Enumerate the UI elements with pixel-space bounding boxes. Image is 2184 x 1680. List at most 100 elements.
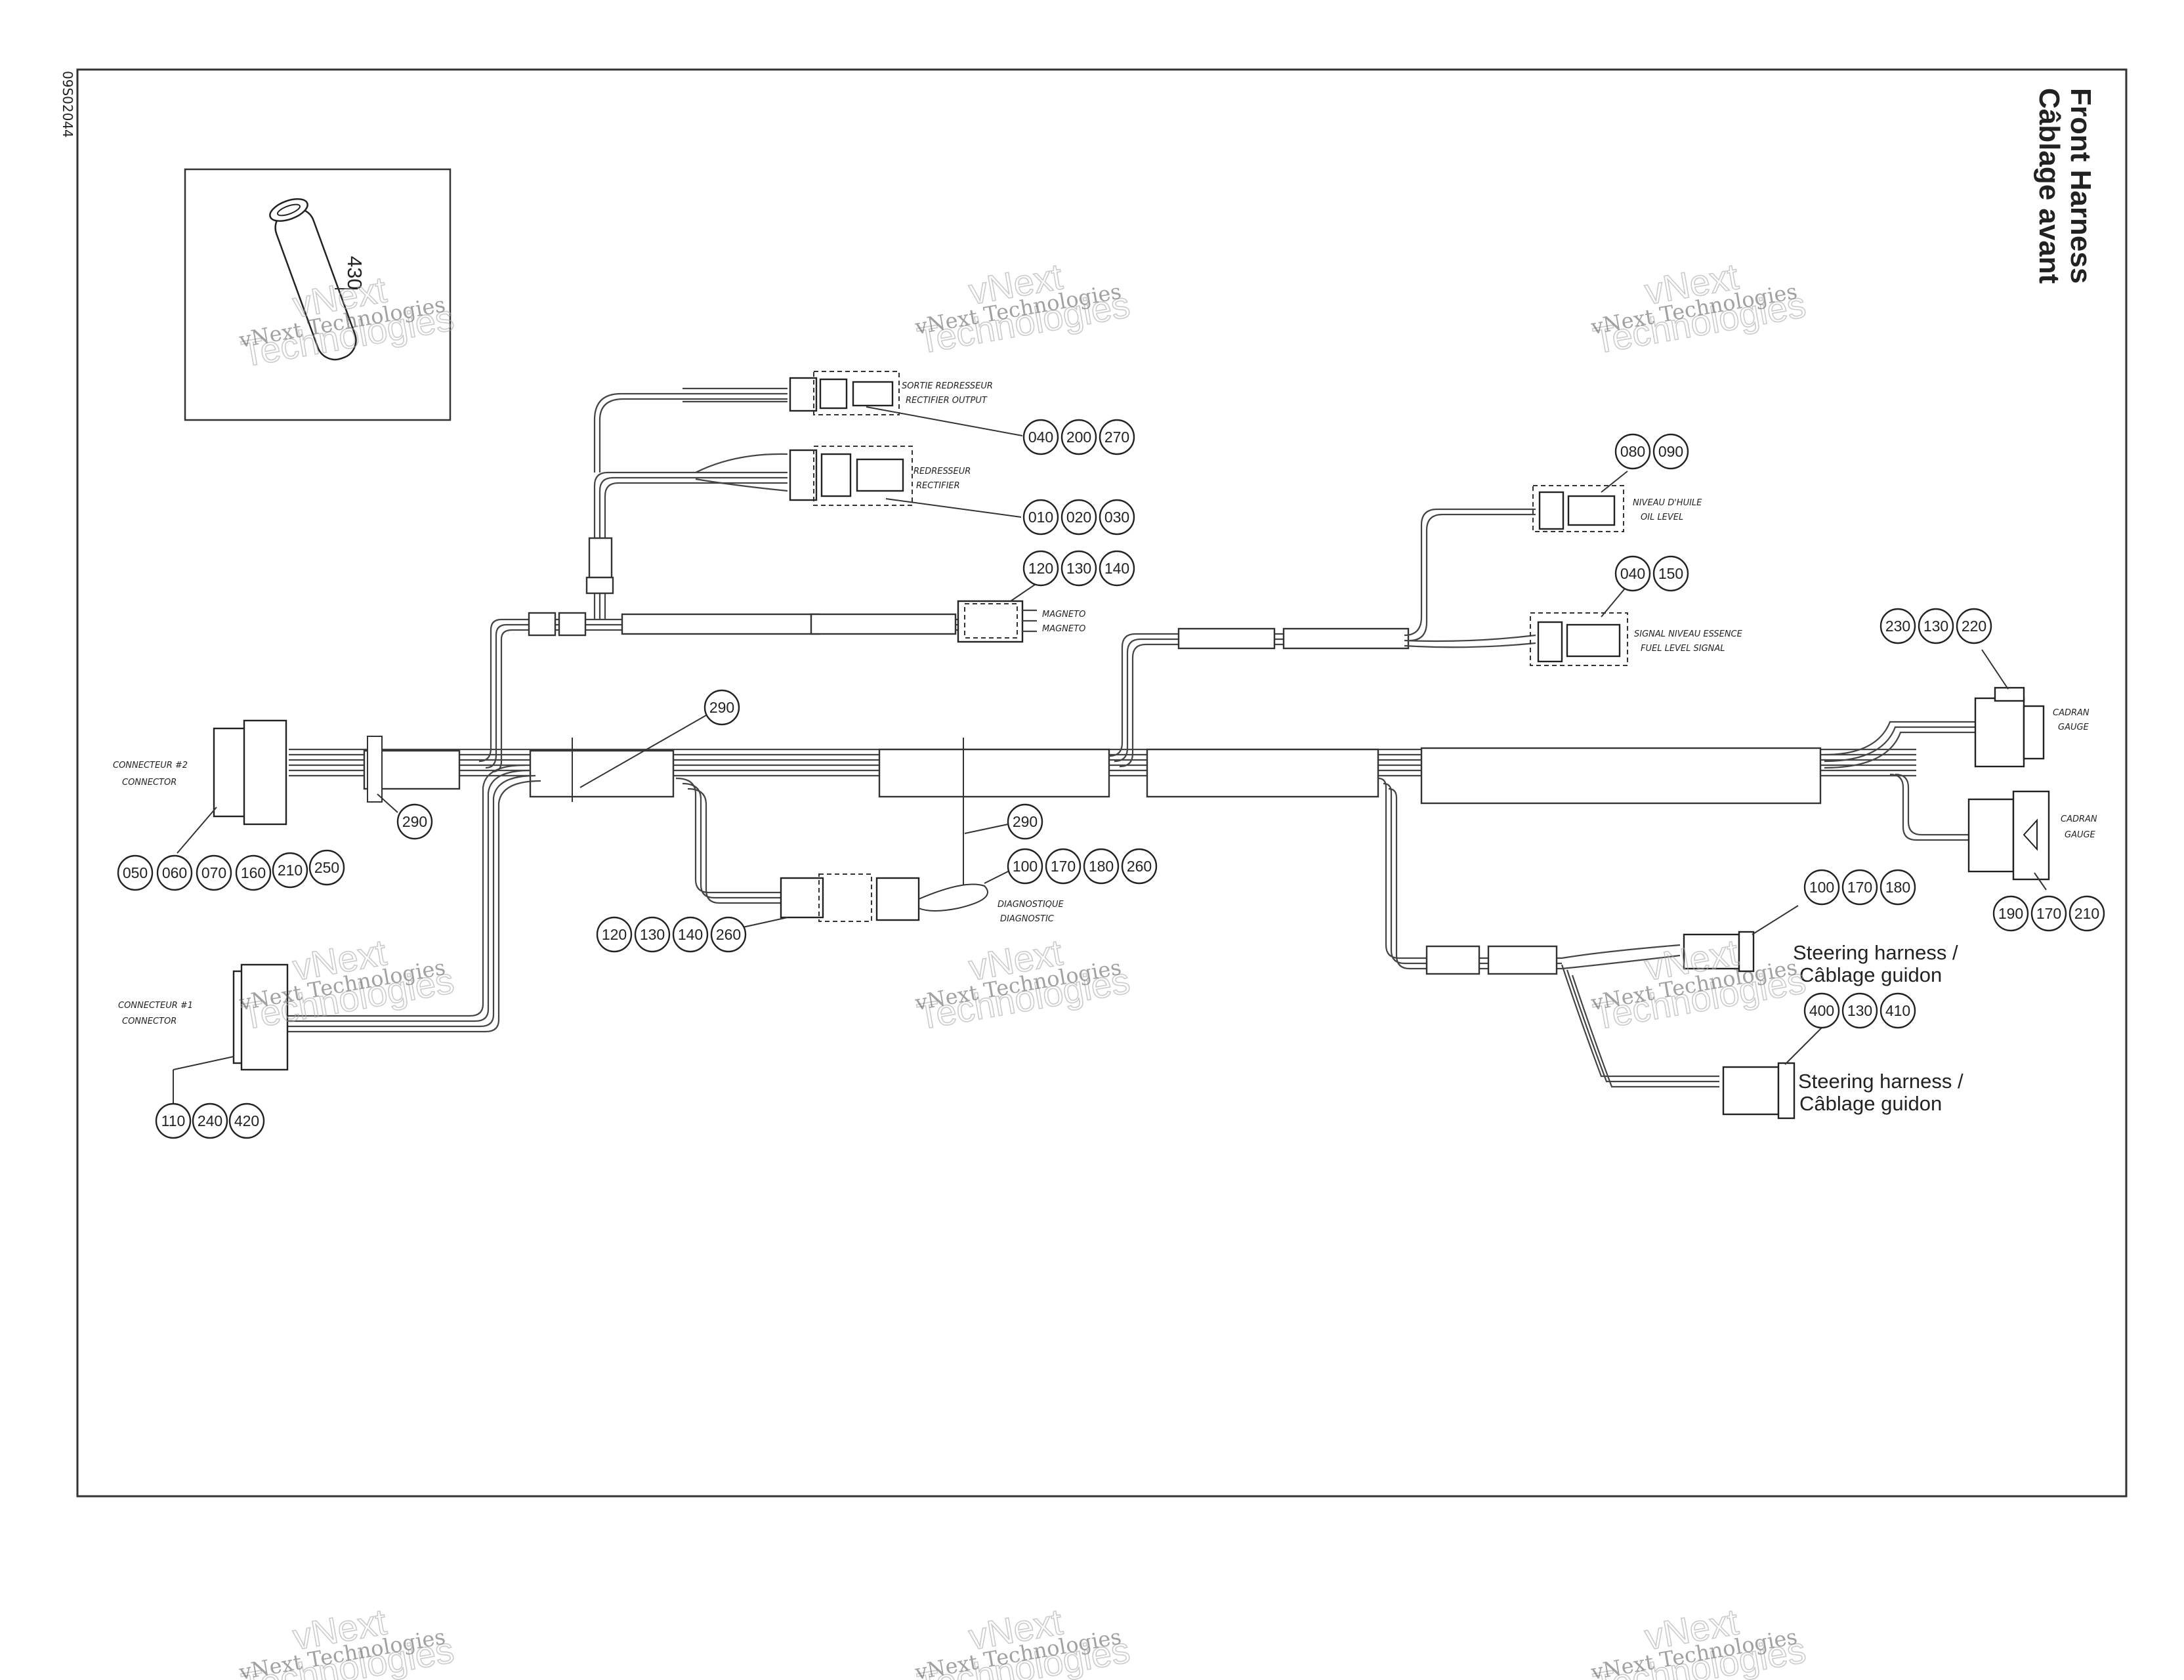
svg-text:CADRAN: CADRAN (2061, 814, 2097, 824)
document-id: 09S02044 (60, 71, 75, 138)
svg-text:200: 200 (1066, 429, 1091, 446)
svg-text:RECTIFIER: RECTIFIER (916, 481, 960, 491)
watermark-6: Technologies vNext vNext Technologies (1589, 931, 1809, 1038)
svg-text:410: 410 (1885, 1002, 1910, 1019)
svg-text:180: 180 (1885, 879, 1910, 896)
svg-text:400: 400 (1809, 1002, 1834, 1019)
svg-text:210: 210 (278, 862, 303, 879)
svg-text:140: 140 (1104, 560, 1129, 577)
watermark-7: Technologies vNext vNext Technologies (237, 1600, 457, 1680)
upper-right-branch (1108, 508, 1536, 768)
svg-text:250: 250 (314, 859, 339, 876)
svg-text:220: 220 (1962, 618, 1986, 635)
svg-text:CONNECTOR: CONNECTOR (122, 1017, 177, 1026)
svg-text:260: 260 (716, 926, 741, 943)
gauge-1-connector: CADRAN GAUGE (1824, 649, 2090, 769)
svg-text:Steering harness /: Steering harness / (1798, 1070, 1964, 1093)
svg-text:180: 180 (1089, 858, 1114, 875)
callout-magneto: 120 130 140 (1022, 550, 1135, 587)
lower-right-branch (1377, 777, 1719, 1088)
svg-text:090: 090 (1658, 443, 1683, 460)
svg-text:OIL LEVEL: OIL LEVEL (1641, 513, 1683, 522)
title-fr: Câblage avant (2033, 88, 2065, 284)
svg-text:130: 130 (640, 926, 665, 943)
callout-diagnostic-right: 100 170 180 260 (1007, 848, 1158, 885)
svg-text:040: 040 (1028, 429, 1053, 446)
connector-2 (177, 719, 287, 854)
connector-1-label: CONNECTEUR #1 CONNECTOR (118, 1001, 234, 1106)
svg-text:Câblage guidon: Câblage guidon (1799, 963, 1942, 986)
svg-text:120: 120 (1028, 560, 1053, 577)
fuel-level-connector: SIGNAL NIVEAU ESSENCE FUEL LEVEL SIGNAL (1530, 577, 1743, 666)
svg-text:RECTIFIER OUTPUT: RECTIFIER OUTPUT (906, 396, 988, 406)
rectifier-output-connector: SORTIE REDRESSEUR RECTIFIER OUTPUT (682, 371, 1023, 436)
watermark-8: Technologies vNext vNext Technologies (913, 1600, 1133, 1680)
callout-connector-1: 110 240 420 (155, 1102, 265, 1139)
svg-text:FUEL LEVEL SIGNAL: FUEL LEVEL SIGNAL (1641, 644, 1725, 654)
svg-text:MAGNETO: MAGNETO (1042, 624, 1085, 634)
callout-fuel-level: 040 150 (1614, 555, 1689, 592)
svg-text:050: 050 (123, 864, 148, 881)
svg-text:100: 100 (1809, 879, 1834, 896)
svg-text:100: 100 (1013, 858, 1038, 875)
watermark-4: Technologies vNext vNext Technologies (237, 931, 457, 1038)
watermark-2: Technologies vNext vNext Technologies (913, 255, 1133, 362)
svg-text:SIGNAL NIVEAU ESSENCE: SIGNAL NIVEAU ESSENCE (1634, 629, 1743, 639)
callout-clip-290-a: 290 (704, 689, 740, 726)
svg-text:010: 010 (1028, 509, 1053, 526)
oil-level-connector: NIVEAU D'HUILE OIL LEVEL (1532, 471, 1702, 532)
steering-harness-1-connector: Steering harness / Câblage guidon (1683, 905, 1958, 986)
inset-sleeve-detail: 430 (184, 168, 452, 421)
watermark-3: Technologies vNext vNext Technologies (1589, 255, 1809, 362)
svg-text:170: 170 (2036, 905, 2061, 922)
svg-text:170: 170 (1847, 879, 1872, 896)
connector-1-branch (232, 764, 541, 1071)
svg-text:REDRESSEUR: REDRESSEUR (914, 467, 971, 476)
svg-text:120: 120 (602, 926, 627, 943)
svg-text:SORTIE REDRESSEUR: SORTIE REDRESSEUR (902, 381, 993, 391)
svg-text:230: 230 (1885, 618, 1910, 635)
magneto-connector: MAGNETO MAGNETO (957, 578, 1085, 643)
svg-text:130: 130 (1923, 618, 1948, 635)
svg-text:CADRAN: CADRAN (2053, 708, 2090, 718)
svg-text:160: 160 (241, 864, 266, 881)
svg-text:140: 140 (678, 926, 703, 943)
svg-text:080: 080 (1620, 443, 1645, 460)
svg-text:290: 290 (1013, 813, 1038, 830)
main-trunk (289, 736, 1916, 885)
connector-2-label: CONNECTEUR #2 CONNECTOR (113, 761, 188, 788)
svg-text:130: 130 (1066, 560, 1091, 577)
callout-steering-1: 100 170 180 (1803, 869, 1916, 906)
svg-text:240: 240 (198, 1112, 222, 1129)
callout-rectifier: 010 020 030 (1022, 499, 1135, 536)
svg-text:130: 130 (1847, 1002, 1872, 1019)
svg-text:060: 060 (162, 864, 187, 881)
rectifier-connector: REDRESSEUR RECTIFIER (695, 446, 1022, 518)
callout-rectifier-output: 040 200 270 (1022, 419, 1135, 455)
upper-left-branch (478, 392, 971, 773)
svg-text:030: 030 (1104, 509, 1129, 526)
svg-text:CONNECTOR: CONNECTOR (122, 778, 177, 788)
svg-text:Steering harness /: Steering harness / (1793, 941, 1958, 964)
callout-oil-level: 080 090 (1614, 433, 1689, 470)
callout-gauge-2: 190 170 210 (1992, 895, 2105, 932)
svg-text:020: 020 (1066, 509, 1091, 526)
svg-text:190: 190 (1998, 905, 2023, 922)
watermark-5: Technologies vNext vNext Technologies (913, 931, 1133, 1038)
svg-text:270: 270 (1104, 429, 1129, 446)
svg-text:040: 040 (1620, 565, 1645, 582)
svg-text:420: 420 (234, 1112, 259, 1129)
svg-text:CONNECTEUR #2: CONNECTEUR #2 (113, 761, 188, 770)
svg-text:290: 290 (402, 813, 427, 830)
title-block: Front Harness Câblage avant (2033, 88, 2097, 284)
svg-text:150: 150 (1658, 565, 1683, 582)
svg-text:Câblage guidon: Câblage guidon (1799, 1092, 1942, 1115)
watermark-9: Technologies vNext vNext Technologies (1589, 1600, 1809, 1680)
callout-clip-290-b: 290 (396, 803, 433, 840)
callout-clip-290-c: 290 (964, 803, 1043, 840)
gauge-2-connector: CADRAN GAUGE (1889, 773, 2097, 891)
svg-text:290: 290 (709, 699, 734, 716)
svg-text:GAUGE: GAUGE (2065, 830, 2096, 840)
inset-part-number: 430 (343, 256, 366, 290)
